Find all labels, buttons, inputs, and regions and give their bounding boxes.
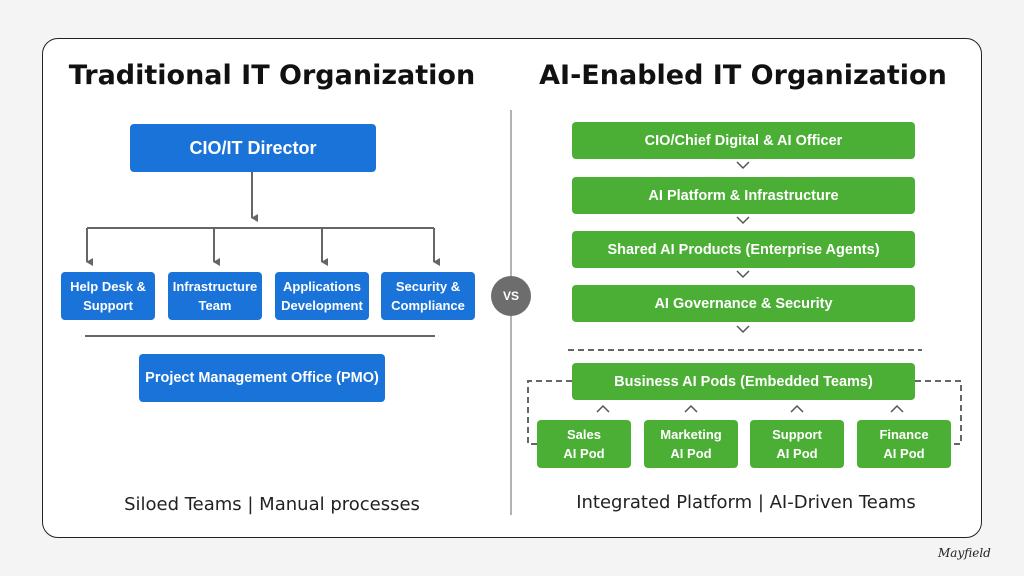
pod-line1: Marketing <box>660 427 722 442</box>
up-chevrons <box>596 404 904 413</box>
pods-header-box: Business AI Pods (Embedded Teams) <box>572 363 915 400</box>
team-box-applications: Applications Development <box>275 272 369 320</box>
chevron-up-icon <box>890 404 904 413</box>
stack-box-shared-products: Shared AI Products (Enterprise Agents) <box>572 231 915 268</box>
chevron-up-icon <box>684 404 698 413</box>
pods-dashed-left <box>527 380 572 445</box>
pods-dashed-right <box>915 380 962 445</box>
mayfield-logo: Mayfield <box>938 546 991 560</box>
vs-badge: VS <box>491 276 531 316</box>
pod-line1: Support <box>772 427 822 442</box>
chevron-down-icon <box>736 161 750 170</box>
team-line2: Support <box>83 298 133 313</box>
team-line2: Compliance <box>391 298 465 313</box>
pod-line2: AI Pod <box>670 446 712 461</box>
stack-box-cio: CIO/Chief Digital & AI Officer <box>572 122 915 159</box>
chevron-up-icon <box>790 404 804 413</box>
team-line2: Development <box>281 298 363 313</box>
right-title: AI-Enabled IT Organization <box>539 60 947 91</box>
pod-line2: AI Pod <box>883 446 925 461</box>
pod-line1: Sales <box>567 427 601 442</box>
team-line1: Infrastructure <box>172 279 258 294</box>
chevron-up-icon <box>596 404 610 413</box>
pmo-box: Project Management Office (PMO) <box>139 354 385 402</box>
left-title: Traditional IT Organization <box>68 60 476 91</box>
stack-box-platform: AI Platform & Infrastructure <box>572 177 915 214</box>
pod-box-marketing: Marketing AI Pod <box>644 420 738 468</box>
chevron-down-icon <box>736 270 750 279</box>
left-footer: Siloed Teams | Manual processes <box>124 494 420 515</box>
team-box-infrastructure: Infrastructure Team <box>168 272 262 320</box>
team-line2: Team <box>198 298 232 313</box>
down-chevrons <box>736 161 750 334</box>
team-line1: Help Desk & <box>70 279 146 294</box>
pod-line2: AI Pod <box>776 446 818 461</box>
team-line1: Applications <box>282 279 361 294</box>
team-box-security: Security & Compliance <box>381 272 475 320</box>
pod-box-support: Support AI Pod <box>750 420 844 468</box>
team-line1: Security & <box>395 279 461 294</box>
team-box-help-desk: Help Desk & Support <box>61 272 155 320</box>
stack-box-governance: AI Governance & Security <box>572 285 915 322</box>
chevron-down-icon <box>736 216 750 225</box>
chevron-down-icon <box>736 325 750 334</box>
pod-line1: Finance <box>879 427 929 442</box>
cio-it-director-box: CIO/IT Director <box>130 124 376 172</box>
pod-box-finance: Finance AI Pod <box>857 420 951 468</box>
pod-line2: AI Pod <box>563 446 605 461</box>
right-footer: Integrated Platform | AI-Driven Teams <box>576 492 916 513</box>
pod-box-sales: Sales AI Pod <box>537 420 631 468</box>
